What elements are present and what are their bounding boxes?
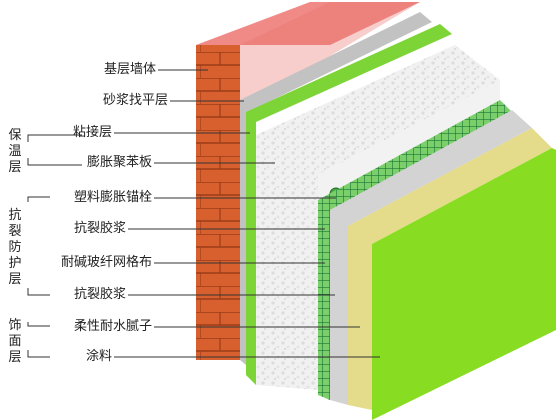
label-putty: 柔性耐水腻子	[73, 319, 152, 334]
label-mesh: 耐碱玻纤网格布	[60, 255, 152, 270]
label-leveling-mortar: 砂浆找平层	[102, 93, 168, 108]
group-finish: 饰面层	[7, 318, 23, 368]
group-crack-resistant: 抗裂防护层	[7, 208, 23, 290]
paint-layer	[372, 148, 556, 420]
label-anchor: 塑料膨胀锚栓	[73, 190, 152, 205]
crack-mortar-layer	[330, 110, 532, 405]
label-eps-board: 膨胀聚苯板	[86, 155, 152, 170]
leader-lines	[114, 69, 380, 358]
label-adhesive: 粘接层	[72, 125, 112, 140]
label-paint: 涂料	[85, 349, 112, 364]
putty-layer	[348, 128, 552, 410]
group-brackets	[27, 134, 82, 358]
group-finish-text: 饰面层	[8, 318, 22, 365]
group-insulation: 保温层	[7, 128, 23, 178]
group-insulation-text: 保温层	[8, 128, 22, 175]
group-crack-resistant-text: 抗裂防护层	[8, 208, 22, 287]
label-crack-mortar-1: 抗裂胶浆	[73, 221, 126, 236]
label-base-wall: 基层墙体	[103, 62, 156, 77]
fiberglass-mesh	[318, 100, 512, 400]
label-crack-mortar-2: 抗裂胶浆	[73, 287, 126, 302]
